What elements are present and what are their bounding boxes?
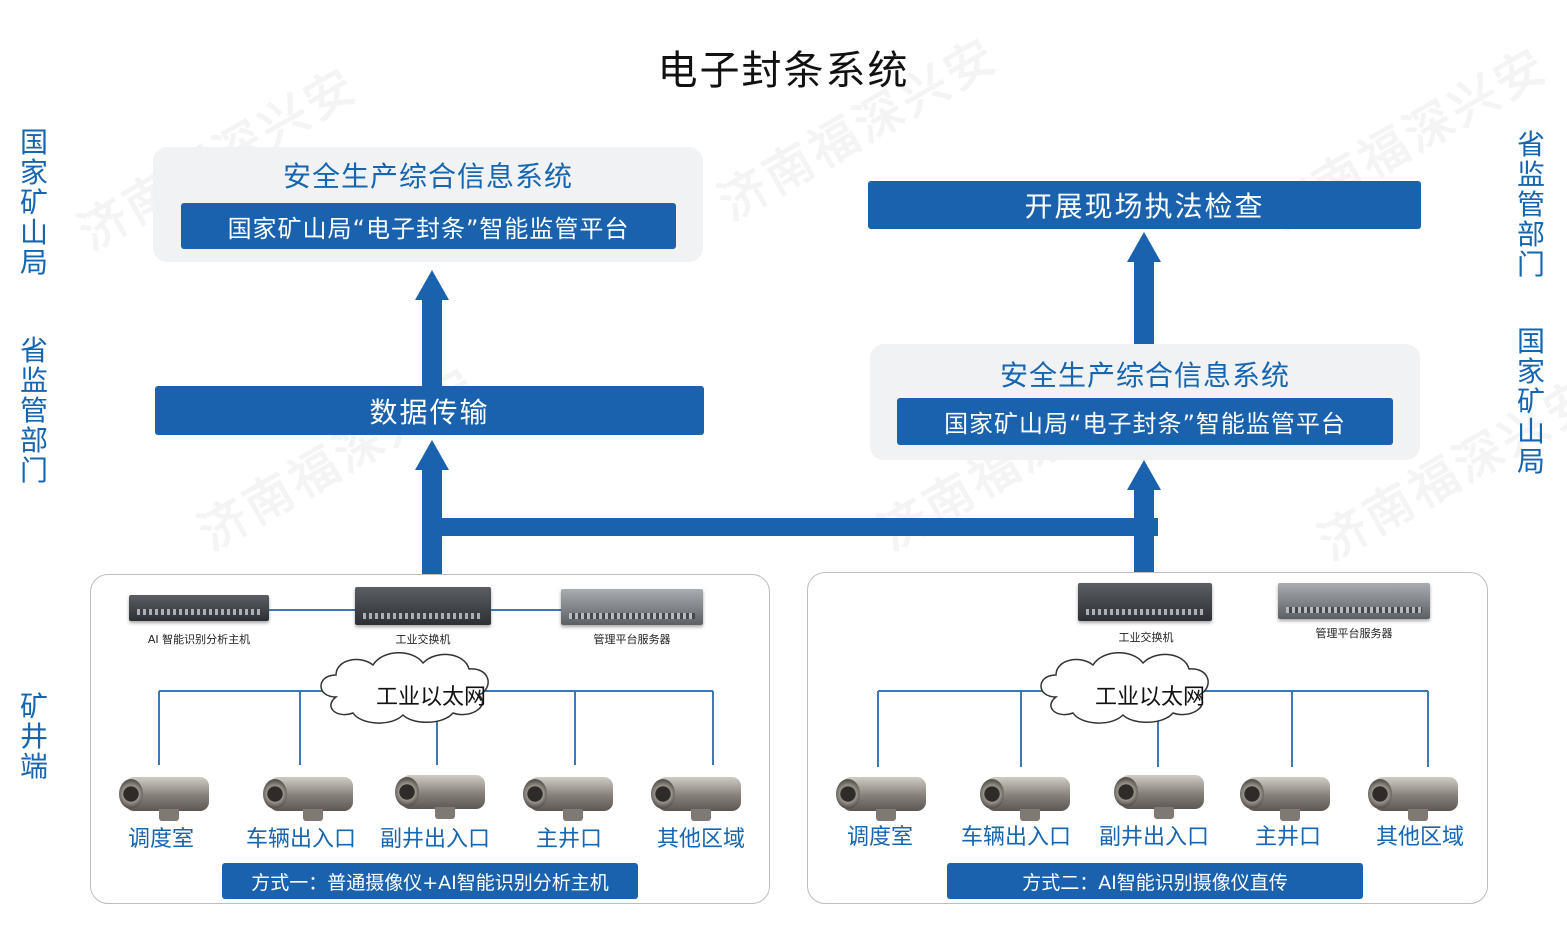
camera-icon xyxy=(980,771,1072,821)
camera-label-vehicle-gate: 车辆出入口 xyxy=(245,827,356,852)
device-label: 工业交换机 xyxy=(395,633,451,646)
camera-icon xyxy=(836,771,928,821)
side-label-national-right: 国家矿山局 xyxy=(1516,325,1545,478)
ethernet-cloud-label: 工业以太网 xyxy=(375,685,486,710)
camera-icon xyxy=(1240,771,1332,821)
device-label: 管理平台服务器 xyxy=(1315,627,1393,640)
camera-icon xyxy=(523,771,615,821)
camera-label-main-shaft: 主井口 xyxy=(535,827,602,852)
server-device xyxy=(561,589,703,625)
device-label: AI 智能识别分析主机 xyxy=(147,633,251,646)
side-label-national-left: 国家矿山局 xyxy=(19,126,48,279)
camera-icon xyxy=(1114,769,1206,819)
camera-label-main-shaft: 主井口 xyxy=(1254,825,1321,850)
left-panel-heading: 安全生产综合信息系统 xyxy=(282,160,573,193)
left-platform-panel: 安全生产综合信息系统 国家矿山局“电子封条”智能监管平台 xyxy=(153,147,703,262)
right-lower-arrow-head xyxy=(1127,460,1161,490)
data-transfer-bar: 数据传输 xyxy=(155,386,704,435)
left-lower-arrow-head xyxy=(415,440,449,470)
camera-icon xyxy=(263,771,355,821)
camera-label-aux-shaft: 副井出入口 xyxy=(379,827,490,852)
left-platform-bar: 国家矿山局“电子封条”智能监管平台 xyxy=(181,203,676,249)
right-up-arrow-head xyxy=(1127,232,1161,262)
device-label: 工业交换机 xyxy=(1118,631,1174,644)
mine-site-box-1: AI 智能识别分析主机 工业交换机 管理平台服务器 工业以太网 调度室 车辆出入… xyxy=(90,574,770,904)
right-platform-panel: 安全生产综合信息系统 国家矿山局“电子封条”智能监管平台 xyxy=(870,344,1420,460)
server-device xyxy=(1278,583,1430,619)
right-panel-heading: 安全生产综合信息系统 xyxy=(999,359,1290,392)
device-link-line xyxy=(491,609,561,611)
diagram-title: 电子封条系统 xyxy=(657,48,910,94)
right-lower-arrow-shaft xyxy=(1134,488,1154,574)
camera-label-other-area: 其他区域 xyxy=(656,827,745,852)
camera-icon xyxy=(119,771,211,821)
ethernet-network-lines xyxy=(158,652,714,765)
camera-label-dispatch: 调度室 xyxy=(127,827,194,852)
field-inspection-bar: 开展现场执法检查 xyxy=(868,181,1421,229)
ethernet-cloud-label: 工业以太网 xyxy=(1094,685,1205,710)
industrial-switch-device xyxy=(355,587,491,625)
left-up-arrow-shaft xyxy=(422,298,442,388)
device-link-line xyxy=(269,609,355,611)
method-one-bar: 方式一：普通摄像仪+AI智能识别分析主机 xyxy=(222,863,638,899)
right-platform-bar: 国家矿山局“电子封条”智能监管平台 xyxy=(897,398,1393,445)
left-up-arrow-head xyxy=(415,270,449,300)
side-label-province-right: 省监管部门 xyxy=(1516,128,1545,281)
device-label: 管理平台服务器 xyxy=(593,633,671,646)
ethernet-network-lines xyxy=(877,652,1429,767)
camera-label-aux-shaft: 副井出入口 xyxy=(1098,825,1209,850)
side-label-province-left: 省监管部门 xyxy=(19,334,48,487)
cloud-shape xyxy=(1040,652,1209,724)
camera-icon xyxy=(651,771,743,821)
method-two-bar: 方式二：AI智能识别摄像仪直传 xyxy=(947,863,1363,899)
right-up-arrow-shaft xyxy=(1134,260,1154,344)
camera-label-vehicle-gate: 车辆出入口 xyxy=(960,825,1071,850)
camera-label-dispatch: 调度室 xyxy=(846,825,913,850)
camera-icon xyxy=(1368,771,1460,821)
industrial-switch-device xyxy=(1078,583,1212,621)
side-label-mine: 矿井端 xyxy=(19,690,48,783)
camera-label-other-area: 其他区域 xyxy=(1375,825,1464,850)
camera-icon xyxy=(395,769,487,819)
horizontal-connector xyxy=(422,518,1158,536)
cloud-shape xyxy=(320,652,489,724)
ai-analysis-host-device xyxy=(129,595,269,621)
mine-site-box-2: 工业交换机 管理平台服务器 工业以太网 调度室 车辆出入口 副井出入口 主井口 … xyxy=(807,572,1488,904)
